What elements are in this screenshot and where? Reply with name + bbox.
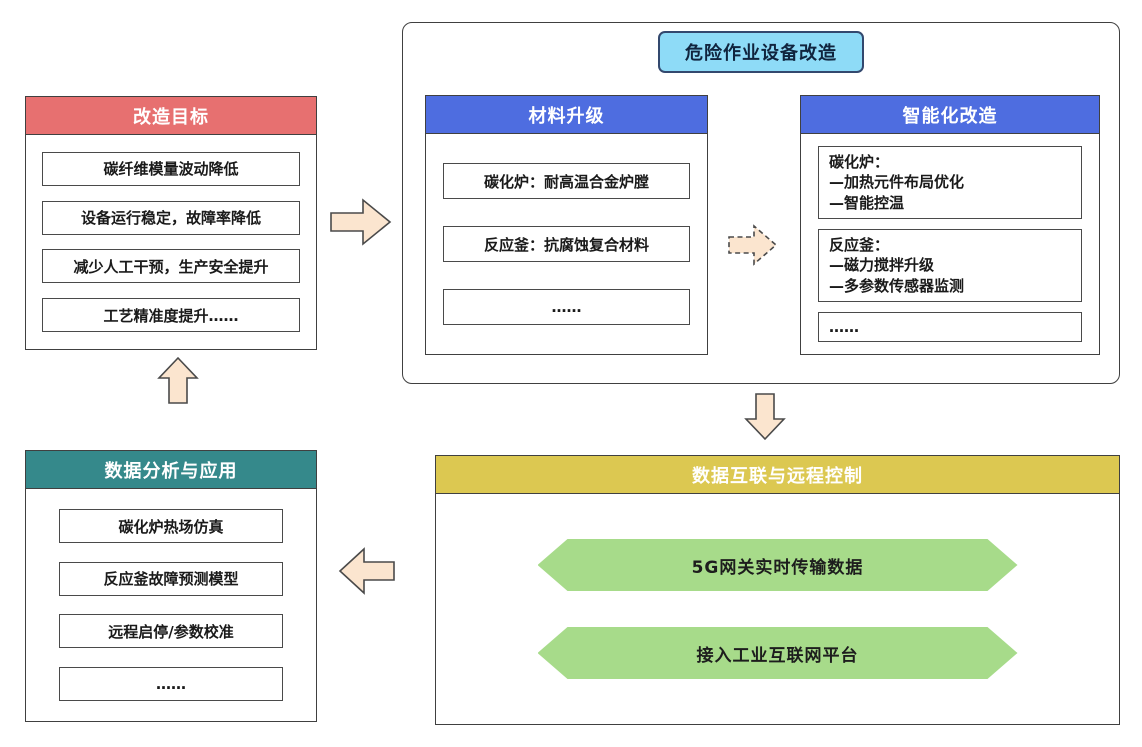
material-item: …… [443, 289, 690, 325]
data-analysis-box: 数据分析与应用 碳化炉热场仿真 反应釜故障预测模型 远程启停/参数校准 …… [25, 450, 317, 722]
material-item: 碳化炉：耐高温合金炉膛 [443, 163, 690, 199]
smart-retrofit-box: 智能化改造 碳化炉： —加热元件布局优化 —智能控温 反应釜： —磁力搅拌升级 … [800, 95, 1100, 355]
flow-arrow-left-icon [338, 545, 396, 597]
hazard-badge: 危险作业设备改造 [658, 31, 864, 73]
goal-box-body: 碳纤维模量波动降低 设备运行稳定，故障率降低 减少人工干预，生产安全提升 工艺精… [26, 135, 316, 349]
hexagon-item: 5G网关实时传输数据 [538, 539, 1018, 591]
material-upgrade-header: 材料升级 [426, 96, 707, 134]
flow-arrow-right-icon [330, 196, 392, 248]
smart-retrofit-body: 碳化炉： —加热元件布局优化 —智能控温 反应釜： —磁力搅拌升级 —多参数传感… [801, 134, 1099, 354]
material-item: 反应釜：抗腐蚀复合材料 [443, 226, 690, 262]
smart-item: 碳化炉： —加热元件布局优化 —智能控温 [818, 146, 1082, 219]
material-upgrade-body: 碳化炉：耐高温合金炉膛 反应釜：抗腐蚀复合材料 …… [426, 134, 707, 354]
smart-retrofit-header: 智能化改造 [801, 96, 1099, 134]
goal-item: 设备运行稳定，故障率降低 [42, 200, 300, 235]
goal-item: 减少人工干预，生产安全提升 [42, 249, 300, 284]
analysis-item: 远程启停/参数校准 [59, 614, 283, 649]
goal-item: 碳纤维模量波动降低 [42, 151, 300, 186]
analysis-item: 反应釜故障预测模型 [59, 561, 283, 596]
analysis-item: 碳化炉热场仿真 [59, 509, 283, 544]
data-link-box: 数据互联与远程控制 5G网关实时传输数据 接入工业互联网平台 [435, 455, 1120, 725]
data-analysis-header: 数据分析与应用 [26, 451, 316, 489]
goal-box: 改造目标 碳纤维模量波动降低 设备运行稳定，故障率降低 减少人工干预，生产安全提… [25, 96, 317, 350]
material-upgrade-box: 材料升级 碳化炉：耐高温合金炉膛 反应釜：抗腐蚀复合材料 …… [425, 95, 708, 355]
flow-arrow-down-icon [743, 393, 787, 441]
data-link-header: 数据互联与远程控制 [436, 456, 1119, 494]
data-link-body: 5G网关实时传输数据 接入工业互联网平台 [436, 494, 1119, 724]
analysis-item: …… [59, 666, 283, 701]
goal-box-header: 改造目标 [26, 97, 316, 135]
smart-item: 反应釜： —磁力搅拌升级 —多参数传感器监测 [818, 229, 1082, 302]
goal-item: 工艺精准度提升…… [42, 298, 300, 333]
data-analysis-body: 碳化炉热场仿真 反应釜故障预测模型 远程启停/参数校准 …… [26, 489, 316, 721]
smart-item: …… [818, 311, 1082, 342]
flow-arrow-up-icon [156, 356, 200, 404]
flow-arrow-right-dashed-icon [728, 222, 778, 268]
hexagon-item: 接入工业互联网平台 [538, 627, 1018, 679]
